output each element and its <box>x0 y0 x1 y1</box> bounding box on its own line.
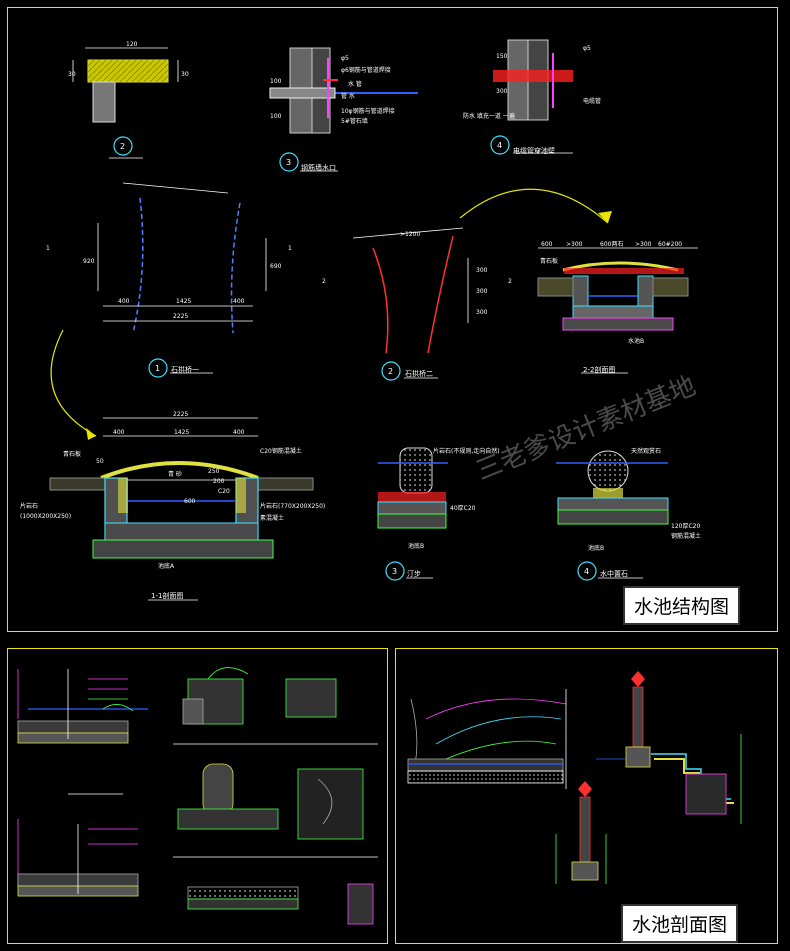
pool-section-canvas <box>407 671 742 884</box>
d3-note-2: φ6钢筋与管道焊接 <box>341 66 391 74</box>
d3-note-4: 10φ钢筋与管道焊接 <box>341 107 395 115</box>
d4b-note-1: 天然观赏石 <box>631 447 661 455</box>
s11-note-4: (1000X200X250) <box>20 513 71 520</box>
detail-3-drain <box>269 47 418 172</box>
s22-dim-4: >300 <box>635 241 652 248</box>
section-2-2 <box>537 247 698 374</box>
section-title-tag: 水池剖面图 <box>621 904 739 943</box>
s11-note-6: 片岩石(770X200X250) <box>260 502 325 510</box>
d2-number: 2 <box>120 142 125 151</box>
s11-dim-7: C20 <box>218 488 230 495</box>
s11-dim-2: 400 <box>113 429 125 436</box>
d4-label: 电缆管穿池壁 <box>513 146 555 155</box>
p1-label: 石拱桥一 <box>171 365 199 374</box>
p1-dim-2: 690 <box>270 263 282 270</box>
s11-label: 1-1剖面图 <box>151 591 183 600</box>
s11-note-1: C20钢筋混凝土 <box>260 447 302 455</box>
structure-title-tag: 水池结构图 <box>623 586 741 625</box>
detail-4-cable <box>490 39 573 155</box>
d3-note-3: 管 水 <box>341 92 355 100</box>
p1-dim-1: 920 <box>83 258 95 265</box>
s22-dim-3: 600两石 <box>600 241 623 248</box>
detail-2-curb <box>72 47 179 159</box>
d4-dim-2: 300 <box>496 88 508 95</box>
detail-sections-panel <box>7 648 388 944</box>
d2-dim-top: 120 <box>126 41 138 48</box>
d4b-label: 水中置石 <box>600 569 628 578</box>
p1-dim-3: 400 <box>118 298 130 305</box>
plan-bridge-1 <box>97 182 267 378</box>
p1-dim-4: 1425 <box>176 298 191 305</box>
s22-dim-2: >300 <box>566 241 583 248</box>
d3-note-5: 5#管石填 <box>341 117 368 125</box>
detail-3b-stepping-stone <box>377 447 448 581</box>
s22-note-2: 水池B <box>628 337 644 345</box>
s11-dim-6: 250 <box>208 468 220 475</box>
d4-dim-1: 150 <box>496 53 508 60</box>
d4-number: 4 <box>497 141 502 150</box>
s11-dim-8: 50 <box>96 458 104 465</box>
d4-note-1: φ5 <box>583 45 591 52</box>
d4b-note-2: 120厚C20 <box>671 523 700 530</box>
s22-label: 2-2剖面图 <box>583 365 615 374</box>
s11-dim-3: 1425 <box>174 429 189 436</box>
s11-dim-9: 200 <box>213 478 225 485</box>
structure-drawing-panel: 120 30 30 2 100 100 φ5 φ6钢筋与管道焊接 管 水 10φ… <box>7 7 778 632</box>
p2-dim-4: 300 <box>476 309 488 316</box>
d2-dim-left: 30 <box>68 71 76 78</box>
d2-dim-right: 30 <box>181 71 189 78</box>
d3-note-1: φ5 <box>341 55 349 62</box>
s11-dim-5: 600 <box>184 498 196 505</box>
p2-mark-right: 2 <box>508 278 512 285</box>
p1-dim-5: 400 <box>233 298 245 305</box>
d3-dim-2: 100 <box>270 113 282 120</box>
structure-drawing-canvas: 120 30 30 2 100 100 φ5 φ6钢筋与管道焊接 管 水 10φ… <box>20 39 701 601</box>
s11-dim-1: 2225 <box>173 411 188 418</box>
s11-note-8: 池底A <box>158 562 175 570</box>
pool-section-panel: 水池剖面图 <box>395 648 778 944</box>
d3b-number: 3 <box>392 567 397 576</box>
plan-bridge-2 <box>352 188 612 381</box>
p2-dim-3: 300 <box>476 288 488 295</box>
s11-note-5: 青 砂 <box>168 470 182 478</box>
d4b-note-3: 钢筋混凝土 <box>671 532 701 540</box>
connector-arrow <box>50 329 97 437</box>
d3b-note-2: 40厚C20 <box>450 505 476 512</box>
p1-mark-left: 1 <box>46 245 50 252</box>
detail-sections-canvas <box>17 667 378 925</box>
d4-note-2: 电缆管 <box>583 97 601 105</box>
d3-label: 钢筋墙水口 <box>301 163 336 172</box>
s11-note-2: 青石板 <box>63 450 81 458</box>
d4b-note-4: 池底B <box>588 544 604 552</box>
d3b-note-1: 片岩石(不规则,走向自然) <box>433 447 500 455</box>
p2-mark-left: 2 <box>322 278 326 285</box>
detail-4b-rock-in-water <box>556 450 669 581</box>
p2-dim-1: >1200 <box>400 231 420 238</box>
d3-number: 3 <box>286 158 291 167</box>
p1-dim-6: 2225 <box>173 313 188 320</box>
p2-label: 石拱桥二 <box>405 369 433 378</box>
d3b-note-3: 池底B <box>408 542 424 550</box>
d4-note-3: 防水 填充一道 一遍 <box>463 112 515 120</box>
d3-dim-1: 100 <box>270 78 282 85</box>
s22-note-1: 青石板 <box>540 257 558 265</box>
s22-dim-1: 600 <box>541 241 553 248</box>
p1-number: 1 <box>155 364 160 373</box>
s22-dim-5: 60#200 <box>658 241 682 248</box>
section-1-1 <box>49 417 314 601</box>
p2-number: 2 <box>388 367 393 376</box>
d4b-number: 4 <box>584 567 589 576</box>
p2-dim-2: 300 <box>476 267 488 274</box>
s11-note-7: 素混凝土 <box>260 514 284 522</box>
d3b-label: 汀步 <box>407 570 421 578</box>
s11-note-3: 片岩石 <box>20 502 38 510</box>
p1-mark-right: 1 <box>288 245 292 252</box>
d3-note-6: 水 管 <box>348 80 362 88</box>
s11-dim-4: 400 <box>233 429 245 436</box>
